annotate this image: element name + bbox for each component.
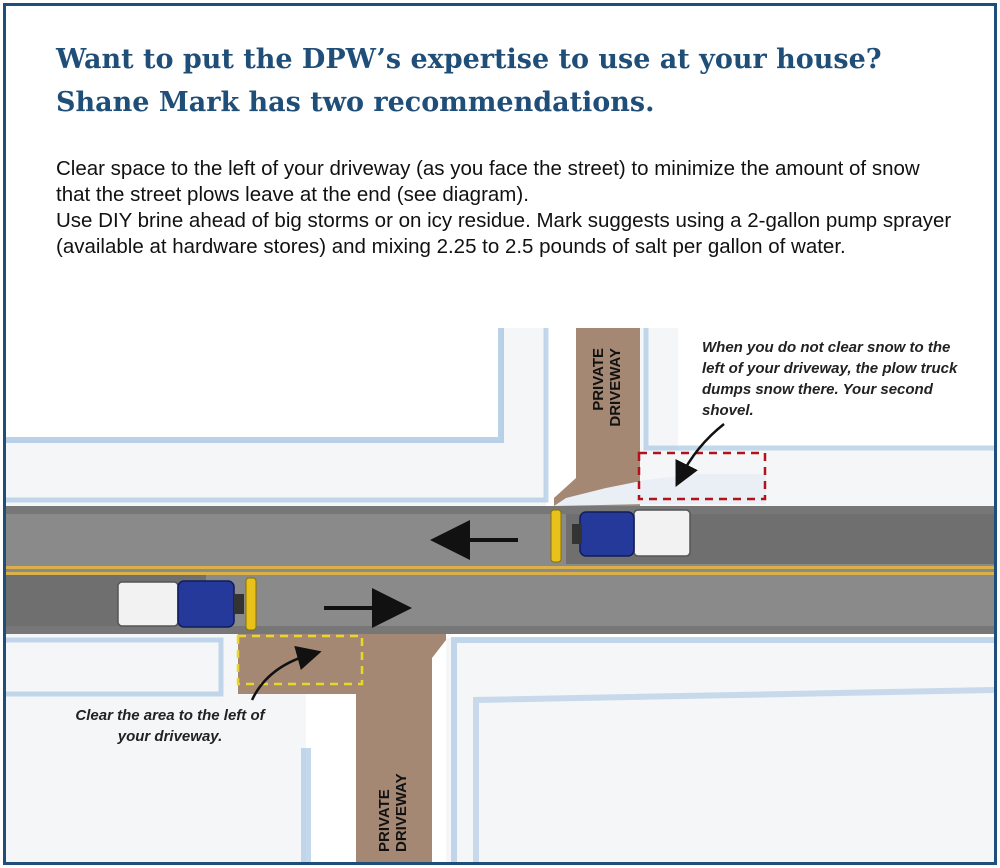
callout-top-line-4: shovel. (702, 402, 754, 419)
plow-diagram: PRIVATE DRIVEWAY PRIVATE DRIVEWAY When y… (6, 328, 994, 862)
callout-top-line-3: dumps snow there. Your second (702, 381, 934, 398)
tip-clear-space: Clear space to the left of your driveway… (56, 157, 920, 206)
callout-arrow-icon (675, 423, 725, 487)
snow-bank-bottom-right (446, 638, 994, 862)
driveway-top (554, 328, 640, 506)
driveway-top-label-2: DRIVEWAY (607, 348, 624, 427)
snow-bank-top-right (634, 328, 994, 506)
callout-bottom: Clear the area to the left of your drive… (75, 707, 266, 745)
driveway-bottom-label-1: PRIVATE (376, 789, 393, 852)
center-line-lower (6, 572, 994, 575)
infographic-frame: Want to put the DPW’s expertise to use a… (3, 3, 997, 865)
callout-top-line-2: left of your driveway, the plow truck (702, 360, 958, 377)
callout-top: When you do not clear snow to the left o… (702, 339, 958, 419)
driveway-bottom (238, 634, 446, 862)
headline-line-2: Shane Mark has two recommendations. (56, 87, 655, 118)
headline: Want to put the DPW’s expertise to use a… (56, 38, 956, 124)
callout-arrow-icon (250, 645, 322, 701)
plow-truck-top (550, 509, 691, 563)
tip-diy-brine: Use DIY brine ahead of big storms or on … (56, 209, 952, 258)
snow-bank-top-left (6, 328, 546, 506)
dumped-snow-highlight-box (637, 451, 767, 501)
snow-bank-bottom-left (6, 634, 306, 862)
headline-line-1: Want to put the DPW’s expertise to use a… (56, 44, 882, 75)
driveway-bottom-label-2: DRIVEWAY (393, 773, 410, 852)
callout-bottom-line-2: your driveway. (117, 728, 223, 745)
snow-banks (6, 328, 994, 862)
clear-area-highlight-box (236, 634, 364, 686)
driveway-top-label-1: PRIVATE (590, 348, 607, 411)
callout-bottom-line-1: Clear the area to the left of (75, 707, 266, 724)
callout-top-line-1: When you do not clear snow to the (702, 339, 950, 356)
recommendations: Clear space to the left of your driveway… (56, 156, 956, 260)
center-line-upper (6, 566, 994, 569)
plow-truck-bottom (117, 577, 257, 631)
